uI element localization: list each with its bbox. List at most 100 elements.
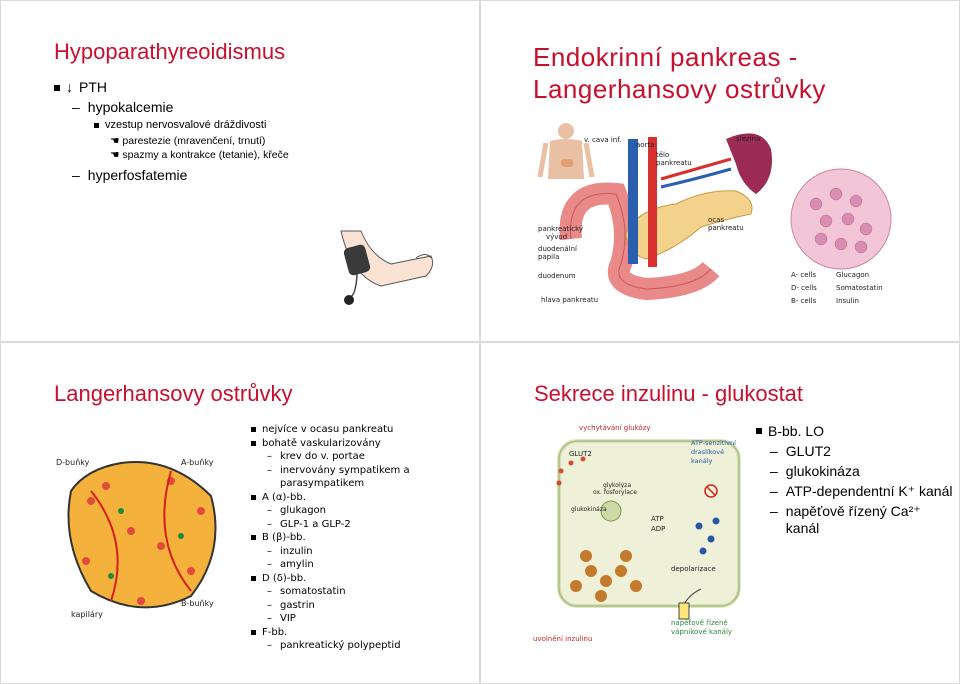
list-item: bohatě vaskularizovány <box>251 437 476 451</box>
label-atp: ATP <box>651 515 664 523</box>
slide-endokrinni-pankreas: Endokrinní pankreas - Langerhansovy ostr… <box>480 0 960 342</box>
dash-bullet: – <box>267 613 272 624</box>
label-glut2: GLUT2 <box>569 450 592 458</box>
legend-hormone: Somatostatin <box>836 284 883 292</box>
list-item: nejvíce v ocasu pankreatu <box>251 423 476 437</box>
label-vena-cava: v. cava inf. <box>584 136 621 144</box>
list-item: A (α)-bb. <box>251 491 476 505</box>
slide-langerhansovy-ostrovky: Langerhansovy ostrůvky D-buňky A-buňky k… <box>0 342 480 684</box>
list-item: ☚spazmy a kontrakce (tetanie), křeče <box>110 149 289 161</box>
dash-bullet: – <box>267 545 272 557</box>
slide-title: Endokrinní pankreas - Langerhansovy ostr… <box>533 42 826 104</box>
square-bullet-icon <box>94 122 99 128</box>
dash-bullet: – <box>770 503 778 519</box>
label-vyvod: pankreatický <box>538 225 583 233</box>
list-item: –glukagon <box>267 505 327 516</box>
square-bullet-icon <box>756 428 762 434</box>
list-item: B (β)-bb. <box>251 531 476 545</box>
list-item: ↓PTH <box>54 79 474 99</box>
label-slezina: slezina <box>736 135 760 143</box>
list-item: –somatostatin <box>267 586 346 597</box>
square-bullet-icon <box>251 575 256 581</box>
label-vyvod-2: vývod <box>546 233 567 241</box>
label-oxfosforylace: ox. fosforylace <box>593 489 637 496</box>
dash-bullet: – <box>770 483 778 499</box>
list-item: –GLUT2 <box>770 443 831 459</box>
slide-title: Sekrece inzulinu - glukostat <box>534 381 804 406</box>
label-glukokinaza: glukokináza <box>571 506 607 513</box>
bullet-list: ↓PTH –hypokalcemie vzestup nervosvalové … <box>54 79 474 187</box>
dash-bullet: – <box>267 505 272 516</box>
legend-cell: D- cells <box>791 284 817 292</box>
label-uvolneni-inzulinu: uvolnění inzulinu <box>533 635 592 643</box>
legend-hormone: Insulin <box>836 297 859 305</box>
label-aorta: aorta <box>636 141 654 149</box>
bullet-list: B-bb. LO –GLUT2 –glukokináza –ATP-dependent… <box>756 423 956 540</box>
label-duodenum: duodenum <box>538 272 576 280</box>
list-item: –pankreatický polypeptid <box>267 640 401 651</box>
list-item: vzestup nervosvalové dráždivosti <box>94 119 474 135</box>
slide-title: Langerhansovy ostrůvky <box>54 381 293 406</box>
label-hlava: hlava pankreatu <box>541 296 598 304</box>
list-item: –napěťově řízený Ca²⁺ kanál <box>770 503 921 536</box>
dash-bullet: – <box>770 463 778 479</box>
label-ocas-2: pankreatu <box>708 224 744 232</box>
label-papila-2: papila <box>538 253 559 261</box>
list-item: D (δ)-bb. <box>251 572 476 586</box>
label-kapilary: kapiláry <box>71 610 103 619</box>
slide-title: Hypoparathyreoidismus <box>54 39 286 64</box>
dash-bullet: – <box>267 599 272 611</box>
arm-cuff-illustration <box>340 230 434 305</box>
dash-bullet: – <box>770 443 778 459</box>
islet-cells-figure: D-buňky A-buňky kapiláry B-buňky <box>56 457 217 619</box>
dash-bullet: – <box>267 586 272 597</box>
list-item: –gastrin <box>267 599 315 611</box>
label-b-bunky: B-buňky <box>181 598 214 608</box>
list-item: –VIP <box>267 613 296 624</box>
dash-bullet: – <box>267 640 272 651</box>
list-item: –GLP-1 a GLP-2 <box>267 518 351 530</box>
list-item: –glukokináza <box>770 463 860 479</box>
label-telo: tělo <box>656 151 669 159</box>
label-vychytavani: vychytávání glukózy <box>579 424 651 432</box>
dash-bullet: – <box>267 559 272 570</box>
down-arrow-icon: ↓ <box>66 79 73 95</box>
label-ocas: ocas <box>708 216 724 224</box>
label-papila: duodenální <box>538 245 578 253</box>
dash-bullet: – <box>267 451 272 462</box>
human-figure-icon <box>537 123 595 179</box>
list-item: –hyperfosfatemie <box>72 167 188 183</box>
square-bullet-icon <box>251 535 256 540</box>
square-bullet-icon <box>54 85 60 92</box>
list-item: F-bb. <box>251 626 476 640</box>
label-ca-channels: napěťově řízené <box>671 618 728 627</box>
label-glykolyza: glykolýza <box>603 482 631 489</box>
label-adp: ADP <box>651 525 665 533</box>
label-d-bunky: D-buňky <box>56 457 90 467</box>
label-katp-2: draslíkové <box>691 448 724 456</box>
list-item: –ATP-dependentní K⁺ kanál <box>770 483 953 499</box>
slide-sekrece-inzulinu: Sekrece inzulinu - glukostat vychytávání… <box>480 342 960 684</box>
label-katp-3: kanály <box>691 457 713 465</box>
square-bullet-icon <box>251 440 256 446</box>
insulin-secretion-figure: vychytávání glukózy GLUT2 glykolýza ox. … <box>533 424 741 643</box>
label-ca-channels-2: vápníkové kanály <box>671 628 732 636</box>
list-item: ☚parestezie (mravenčení, trnutí) <box>110 135 266 147</box>
list-item: –hypokalcemie <box>72 99 174 115</box>
legend-cell: B- cells <box>791 297 817 305</box>
label-depolarizace: depolarizace <box>671 565 716 573</box>
dash-bullet: – <box>267 518 272 530</box>
pointing-hand-icon: ☚ <box>110 135 120 147</box>
list-item: B-bb. LO <box>756 423 956 440</box>
list-item: –krev do v. portae <box>267 451 365 462</box>
pointing-hand-icon: ☚ <box>110 149 120 161</box>
label-a-bunky: A-buňky <box>181 457 214 467</box>
square-bullet-icon <box>251 629 256 635</box>
pancreas-anatomy-figure: v. cava inf. aorta tělo pankreatu slezin… <box>537 123 892 305</box>
list-item: –inervovány sympatikem a parasympatikem <box>267 464 410 490</box>
label-telo-2: pankreatu <box>656 159 692 167</box>
label-katp: ATP-senzitivní <box>691 439 736 447</box>
square-bullet-icon <box>251 427 256 432</box>
square-bullet-icon <box>251 494 256 500</box>
